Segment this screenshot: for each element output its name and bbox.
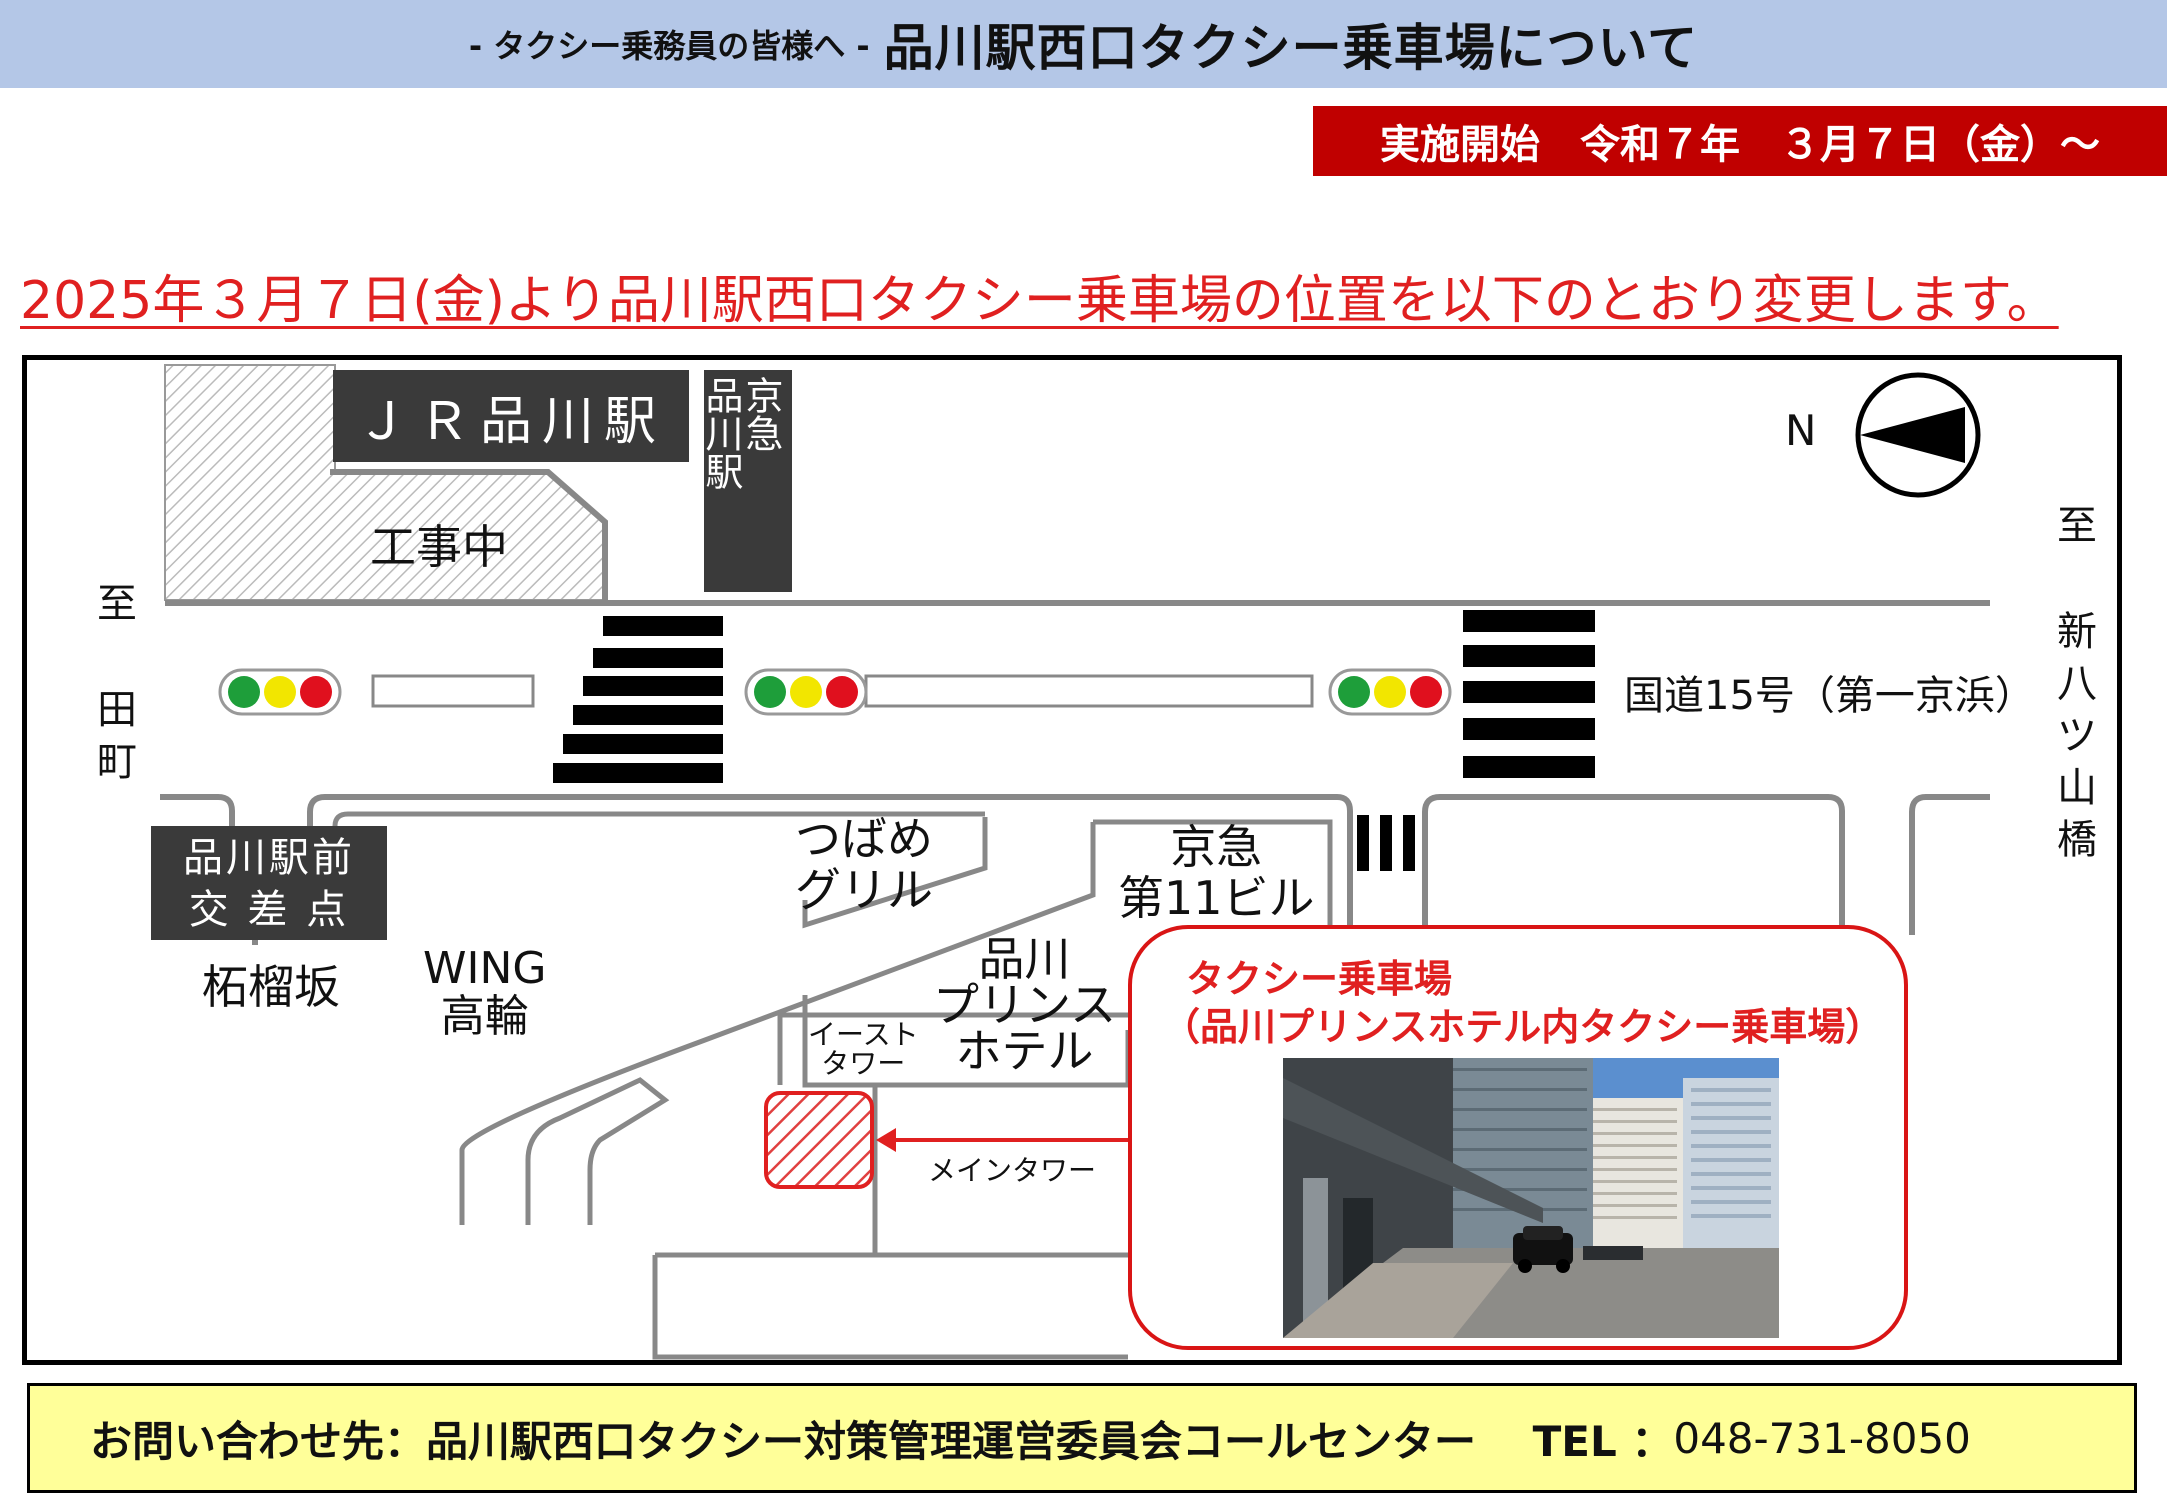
crosswalk-left bbox=[553, 616, 723, 783]
crosswalk-right bbox=[1463, 610, 1595, 778]
page-header: - タクシー乗務員の皆様へ - 品川駅西口タクシー乗車場について bbox=[0, 0, 2167, 88]
to-tamachi-label: 至 田 町 bbox=[97, 581, 137, 785]
route-label: 国道15号（第一京浜） bbox=[1624, 673, 2035, 719]
taxi-stand-photo bbox=[1283, 1058, 1779, 1338]
traffic-signal-3 bbox=[1328, 668, 1452, 716]
keikyu-11-building-label: 京急 第11ビル bbox=[1118, 820, 1315, 925]
jr-station-sign: ＪＲ品川駅 bbox=[333, 370, 689, 462]
tsubame-grill-label: つばめ グリル bbox=[795, 812, 933, 917]
taxi-stand-marker bbox=[764, 1091, 874, 1189]
wing-takanawa-label: WING 高輪 bbox=[423, 943, 547, 1043]
header-subtitle: - タクシー乗務員の皆様へ - bbox=[468, 27, 870, 65]
header-bar bbox=[0, 0, 2167, 88]
taxi-stand-title: タクシー乗車場 bbox=[1186, 957, 1453, 1001]
traffic-signal-1 bbox=[218, 668, 342, 716]
change-notice: 2025年３月７日(金)より品川駅西口タクシー乗車場の位置を以下のとおり変更しま… bbox=[20, 271, 2059, 331]
contact-tel[interactable]: 048-731-8050 bbox=[1673, 1413, 1971, 1463]
north-compass-icon bbox=[1855, 372, 1981, 498]
map-frame bbox=[22, 355, 2122, 1365]
main-tower-label: メインタワー bbox=[928, 1154, 1097, 1187]
intersection-sign: 品川駅前 交 差 点 bbox=[151, 826, 387, 940]
construction-label: 工事中 bbox=[370, 520, 508, 574]
road-edge-south bbox=[160, 794, 1990, 945]
median-1 bbox=[371, 674, 535, 708]
building-outlines bbox=[332, 811, 1333, 1360]
contact-label: お問い合わせ先：品川駅西口タクシー対策管理運営委員会コールセンター TEL ： bbox=[90, 1416, 1674, 1466]
north-label: N bbox=[1785, 406, 1817, 455]
page-title: 品川駅西口タクシー乗車場について bbox=[883, 19, 1699, 77]
to-yatsuyama-label: 至 新 八 ツ 山 橋 bbox=[2057, 503, 2097, 863]
east-tower-label: イースト タワー bbox=[808, 1018, 919, 1081]
prince-hotel-label: 品川 プリンス ホテル bbox=[933, 932, 1117, 1078]
keikyu-station-sign: 品川駅 京急 bbox=[699, 370, 792, 592]
median-2 bbox=[864, 674, 1314, 708]
traffic-signal-2 bbox=[744, 668, 868, 716]
taxi-stand-subtitle: （品川プリンスホテル内タクシー乗車場） bbox=[1162, 1005, 1884, 1049]
start-date-banner: 実施開始 令和７年 ３月７日（金）～ bbox=[1313, 106, 2167, 176]
contact-bar: お問い合わせ先：品川駅西口タクシー対策管理運営委員会コールセンター TEL ：0… bbox=[27, 1383, 2137, 1493]
crosswalk-small bbox=[1357, 815, 1415, 871]
kashiwagizaka-label: 柘榴坂 bbox=[202, 960, 340, 1014]
